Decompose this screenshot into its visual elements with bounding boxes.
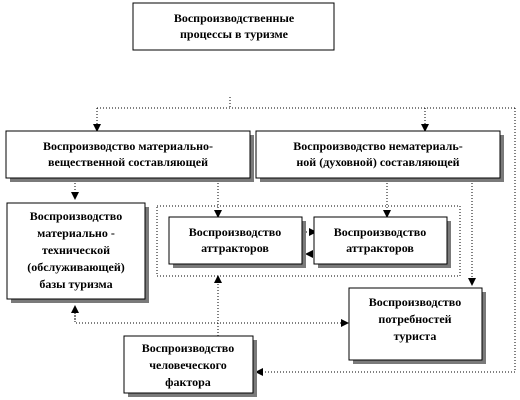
box-technical-line-2: материально - xyxy=(37,226,115,240)
box-material-line-2: вещественной составляющей xyxy=(48,155,208,169)
box-technical-line-4: (обслуживающей) xyxy=(27,260,125,274)
box-root: Воспроизводственные процессы в туризме xyxy=(132,2,335,51)
box-material-line-1: Воспроизводство материально- xyxy=(43,139,213,153)
box-spiritual: Воспроизводство нематериаль- ной (духовн… xyxy=(255,130,504,182)
box-attractors-left-line-1: Воспроизводство xyxy=(189,225,281,239)
box-needs-line-1: Воспроизводство xyxy=(369,295,461,309)
box-human-line-1: Воспроизводство xyxy=(142,341,234,355)
connector-technical-needs xyxy=(74,306,349,327)
box-technical-line-3: технической xyxy=(42,243,110,257)
box-root-line-1: Воспроизводственные xyxy=(174,11,295,25)
connector-right-to-human xyxy=(255,108,516,376)
attractors-group-frame xyxy=(156,205,461,277)
box-attractors-left-line-2: аттракторов xyxy=(201,241,269,255)
box-needs-line-3: туриста xyxy=(394,329,437,343)
box-spiritual-line-2: ной (духовной) составляющей xyxy=(296,155,459,169)
box-material: Воспроизводство материально- вещественно… xyxy=(5,130,254,182)
box-needs: Воспроизводство потребностей туриста xyxy=(348,287,486,364)
box-attractors-right-line-2: аттракторов xyxy=(346,241,414,255)
connectors xyxy=(71,97,516,376)
box-attractors-right: Воспроизводство аттракторов xyxy=(313,216,451,268)
box-technical-base: Воспроизводство материально - техническо… xyxy=(6,202,149,303)
box-attractors-left: Воспроизводство аттракторов xyxy=(168,216,306,268)
box-technical-line-5: базы туризма xyxy=(39,277,112,291)
box-root-line-2: процессы в туризме xyxy=(180,27,289,41)
box-human-line-2: человеческого xyxy=(149,358,227,372)
box-human-line-3: фактора xyxy=(165,375,211,389)
box-spiritual-line-1: Воспроизводство нематериаль- xyxy=(293,139,462,153)
box-needs-line-2: потребностей xyxy=(378,312,451,326)
box-attractors-right-line-1: Воспроизводство xyxy=(334,225,426,239)
box-human-factor: Воспроизводство человеческого фактора xyxy=(123,335,257,397)
box-technical-line-1: Воспроизводство xyxy=(30,209,122,223)
